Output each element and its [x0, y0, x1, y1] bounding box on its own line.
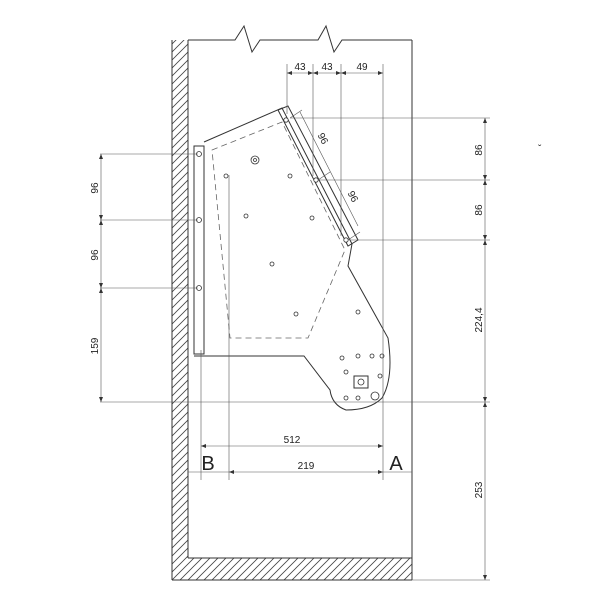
dim-diag-96-lower: 96 [345, 189, 360, 204]
mounting-plate [193, 145, 205, 355]
dim-top-43-left: 43 [294, 62, 306, 73]
dim-right-224-4: 224,4 [474, 307, 485, 332]
dim-right-253: 253 [474, 481, 485, 498]
dim-bottom-512: 512 [284, 435, 301, 446]
cabinet-side-wall [171, 40, 189, 580]
dim-left-159: 159 [90, 337, 101, 354]
left-dimension-line [99, 154, 103, 402]
extension-lines [100, 64, 490, 480]
dim-right-86-lower: 86 [474, 204, 485, 216]
bottom-dimension-512 [201, 444, 383, 448]
point-label-b: B [201, 453, 214, 475]
dim-bottom-219: 219 [298, 461, 315, 472]
right-dimension-line [412, 118, 490, 581]
dim-left-96-upper: 96 [90, 182, 101, 194]
point-label-a: A [389, 453, 403, 475]
diagonal-dimension-line [289, 109, 361, 241]
bottom-dimension-219 [188, 470, 412, 474]
break-line [188, 24, 412, 54]
dim-right-86-upper: 86 [474, 144, 485, 156]
dim-top-43-right: 43 [321, 62, 333, 73]
cabinet-bottom-panel [172, 557, 413, 581]
dim-left-96-lower: 96 [90, 249, 101, 261]
arm-bracket [353, 375, 369, 389]
lift-mechanism [194, 105, 391, 411]
top-dimension-line [287, 71, 383, 75]
edge-mark: ˇ [538, 143, 542, 155]
dim-top-49: 49 [356, 62, 368, 73]
dim-diag-96-upper: 96 [315, 131, 330, 146]
arm-pivot-hole [370, 391, 380, 401]
